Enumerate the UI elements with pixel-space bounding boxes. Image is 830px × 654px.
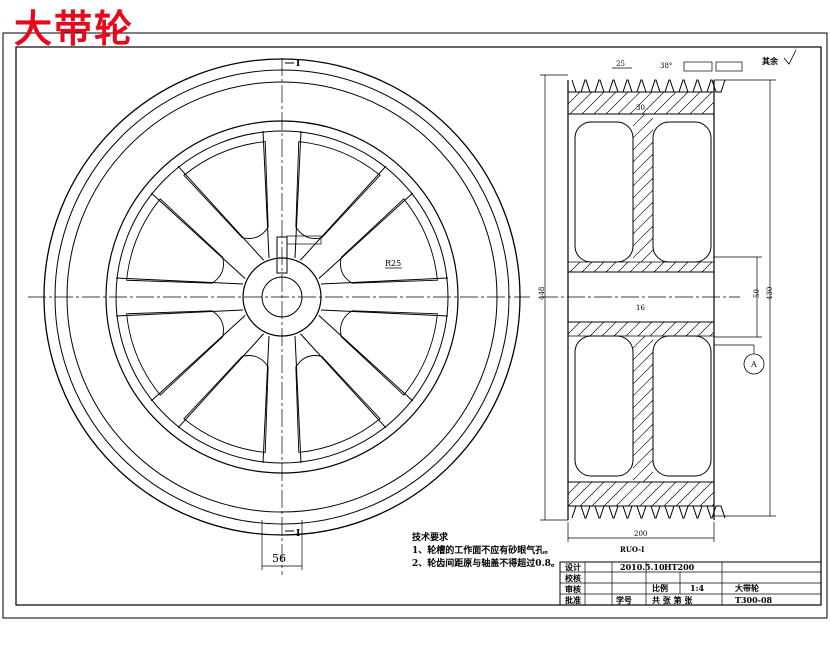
hub-circle: [242, 257, 322, 337]
spoke-window: [340, 198, 438, 284]
spoke-window: [295, 355, 381, 453]
notes-heading: 技术要求: [412, 531, 449, 543]
dim-keyway-width: 56: [272, 552, 286, 565]
tb-part-name: 大带轮: [735, 583, 759, 593]
section-mark-top: I: [296, 59, 300, 69]
tb-approve: 批准: [565, 595, 581, 605]
technical-notes: 技术要求 1、轮槽的工作面不应有砂眼气孔。 2、轮齿间距原与轴盖不得超过0.8。: [412, 531, 560, 569]
tb-material: HT200: [664, 562, 695, 572]
spoke: [150, 165, 264, 279]
cavity-right-top: [652, 121, 712, 263]
dim-fillet: R25: [385, 259, 401, 268]
drawing-title: 大带轮: [14, 6, 135, 51]
rim-inner-edge: [115, 130, 449, 464]
roughness-web: 16: [636, 304, 645, 312]
dim-hub-dia: 430: [766, 287, 774, 300]
datum-circle: [743, 353, 765, 375]
dim-outer-dia: 448: [538, 287, 546, 300]
spoke-window: [340, 310, 438, 396]
inner-border: [15, 46, 822, 606]
tb-design: 设计: [565, 562, 581, 572]
dim-face-width: 200: [634, 530, 647, 538]
spoke-window: [126, 310, 224, 396]
spoke: [300, 165, 414, 279]
tb-date: 2010.5.10: [620, 562, 665, 572]
cavity-left-bottom: [574, 335, 634, 477]
roughness-symbol-icon: [783, 49, 797, 65]
spoke: [262, 335, 302, 464]
rim-pitch-circle: [66, 81, 498, 513]
section-label: RUO-I: [620, 545, 644, 554]
groove-teeth-top: [571, 79, 726, 93]
section-view: 448 430 50 200 25 38° 30 16 A RUO-I 其余: [538, 49, 797, 554]
spoke-window: [183, 355, 269, 453]
tb-scale: 1:4: [690, 583, 705, 593]
keyway: [276, 236, 288, 274]
datum-label: A: [750, 360, 757, 369]
spokes: [115, 130, 449, 464]
tolerance-frame-2: [715, 61, 743, 72]
spoke: [320, 277, 449, 317]
tb-misc: 学号: [616, 595, 632, 605]
rim-outer-circle: [43, 58, 521, 536]
dim-bore: 50: [753, 289, 761, 298]
notes-line-1: 1、轮槽的工作面不应有砂眼气孔。: [412, 544, 553, 556]
dim-groove-angle: 38°: [660, 62, 672, 70]
rim-inner-circle: [105, 120, 459, 474]
rim-groove-circle: [54, 69, 510, 525]
notes-line-2: 2、轮齿间距原与轴盖不得超过0.8。: [412, 557, 560, 569]
bore-circle: [261, 276, 303, 318]
title-block: 设计 校核 审核 批准 2010.5.10 HT200 比例 1:4 大带轮 学…: [559, 561, 822, 606]
spoke-window: [183, 141, 269, 239]
dim-groove-pitch: 25: [616, 60, 625, 68]
keyway-tolerance-frame: [286, 235, 322, 245]
cavity-left-top: [574, 121, 634, 263]
spoke: [262, 130, 302, 259]
tolerance-frame-1: [683, 61, 713, 72]
spoke-window: [295, 141, 381, 239]
groove-teeth-bottom: [571, 505, 726, 519]
spoke: [300, 315, 414, 429]
front-view: I I 56 R25: [28, 58, 530, 575]
cavity-right-bottom: [652, 335, 712, 477]
dim-small-width: 30: [636, 104, 645, 112]
tb-scale-label: 比例: [652, 583, 668, 593]
tb-sheet-info: 共 张 第 张: [652, 595, 693, 605]
tb-drawing-no: T300-08: [735, 595, 773, 605]
roughness-corner-text: 其余: [762, 56, 779, 66]
spoke: [150, 315, 264, 429]
spoke-window: [126, 198, 224, 284]
tb-check: 校核: [565, 573, 581, 583]
tb-review: 审核: [565, 584, 581, 594]
section-hatching: [567, 91, 715, 507]
outer-border: [2, 32, 828, 619]
spoke: [115, 277, 244, 317]
